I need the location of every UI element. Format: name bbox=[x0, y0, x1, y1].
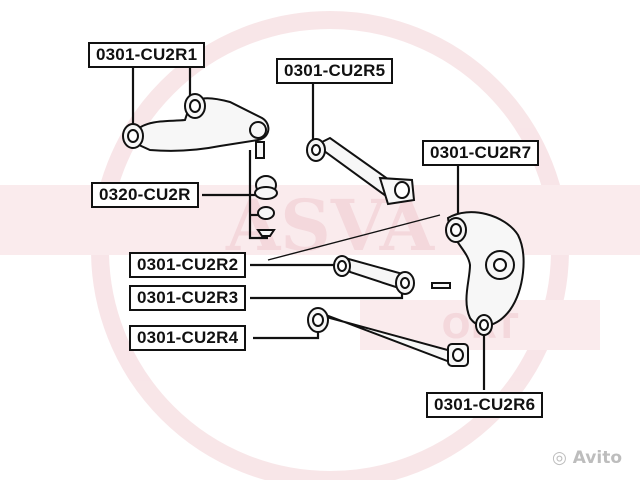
knuckle bbox=[431, 211, 525, 336]
part-label-r3: 0301-CU2R3 bbox=[129, 285, 247, 311]
avito-watermark-text: Avito bbox=[572, 448, 622, 468]
lower-link-arm bbox=[333, 255, 415, 295]
part-label-r4: 0301-CU2R4 bbox=[129, 325, 247, 351]
trailing-arm bbox=[307, 307, 469, 367]
avito-logo-icon: ◎ bbox=[551, 448, 567, 468]
leader-cu2r-bracket bbox=[248, 150, 268, 240]
brand-watermark: ASVA ORT bbox=[0, 11, 640, 485]
upper-link-arm bbox=[306, 136, 416, 206]
upper-control-arm bbox=[122, 93, 270, 152]
part-label-r1: 0301-CU2R1 bbox=[88, 42, 206, 68]
part-label-r2: 0301-CU2R2 bbox=[129, 252, 247, 278]
part-label-cu2r: 0320-CU2R bbox=[91, 182, 199, 208]
part-label-r6: 0301-CU2R6 bbox=[426, 392, 544, 418]
avito-watermark: ◎ Avito bbox=[552, 448, 622, 468]
guide-line bbox=[267, 214, 441, 261]
ball-joint-stack bbox=[254, 141, 278, 237]
part-label-r7: 0301-CU2R7 bbox=[422, 140, 540, 166]
leader-r3 bbox=[250, 283, 404, 300]
part-label-r5: 0301-CU2R5 bbox=[276, 58, 394, 84]
